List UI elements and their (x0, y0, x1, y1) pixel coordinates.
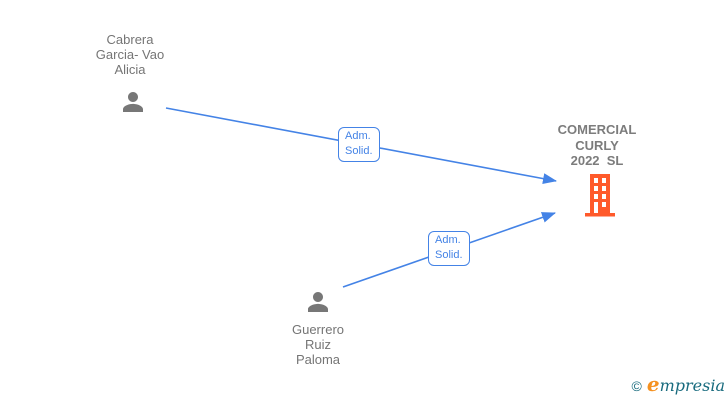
person-icon (118, 87, 148, 117)
brand-name: empresia (647, 372, 725, 396)
building-icon (583, 173, 617, 217)
person-name-label: Cabrera Garcia- Vao Alicia (95, 32, 165, 77)
copyright-icon: © (631, 378, 642, 394)
person-icon (303, 287, 333, 317)
brand-rest: mpresia (659, 376, 725, 395)
person-name-label: Guerrero Ruiz Paloma (291, 322, 345, 367)
brand-initial: e (646, 372, 660, 396)
company-name-label: COMERCIAL CURLY 2022 SL (557, 122, 637, 168)
empresia-logo[interactable]: © empresia (632, 372, 725, 396)
relationship-label-adm-solid-2: Adm. Solid. (428, 231, 470, 266)
relationship-label-adm-solid-1: Adm. Solid. (338, 127, 380, 162)
